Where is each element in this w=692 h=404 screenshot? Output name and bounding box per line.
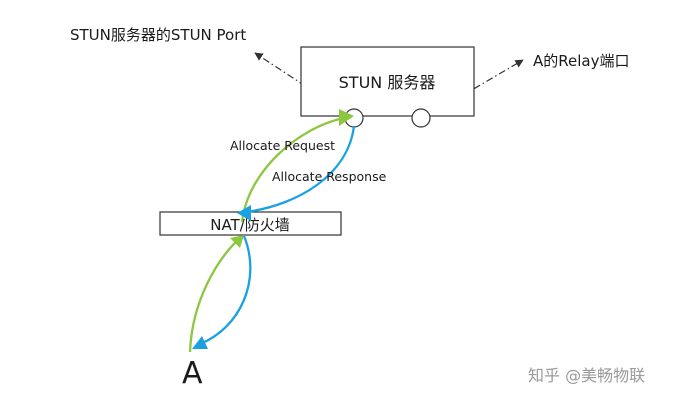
stun-server-label: STUN 服务器 [339,73,436,92]
allocate-response-upper-arrowhead [237,205,251,221]
allocate-response-upper-curve [245,125,356,214]
allocate-request-upper-arrowhead [339,109,354,126]
stun-server-box [300,46,475,117]
relay-port-icon [411,108,431,128]
watermark-text: 知乎 @美畅物联 [528,366,645,385]
stun-port-label: STUN服务器的STUN Port [70,26,246,44]
allocate-request-upper-curve [240,116,345,223]
nat-firewall-label: NAT/防火墙 [210,216,290,234]
relay-port-label: A的Relay端口 [533,52,629,70]
allocate-response-lower-arrowhead [192,336,208,349]
client-a-label: A [182,356,203,391]
allocate-request-label: Allocate Request [230,138,335,153]
allocate-response-label: Allocate Response [272,169,387,184]
allocate-request-lower-curve [188,237,241,353]
allocate-response-lower-curve [199,235,252,346]
allocate-request-lower-arrowhead [230,235,244,248]
